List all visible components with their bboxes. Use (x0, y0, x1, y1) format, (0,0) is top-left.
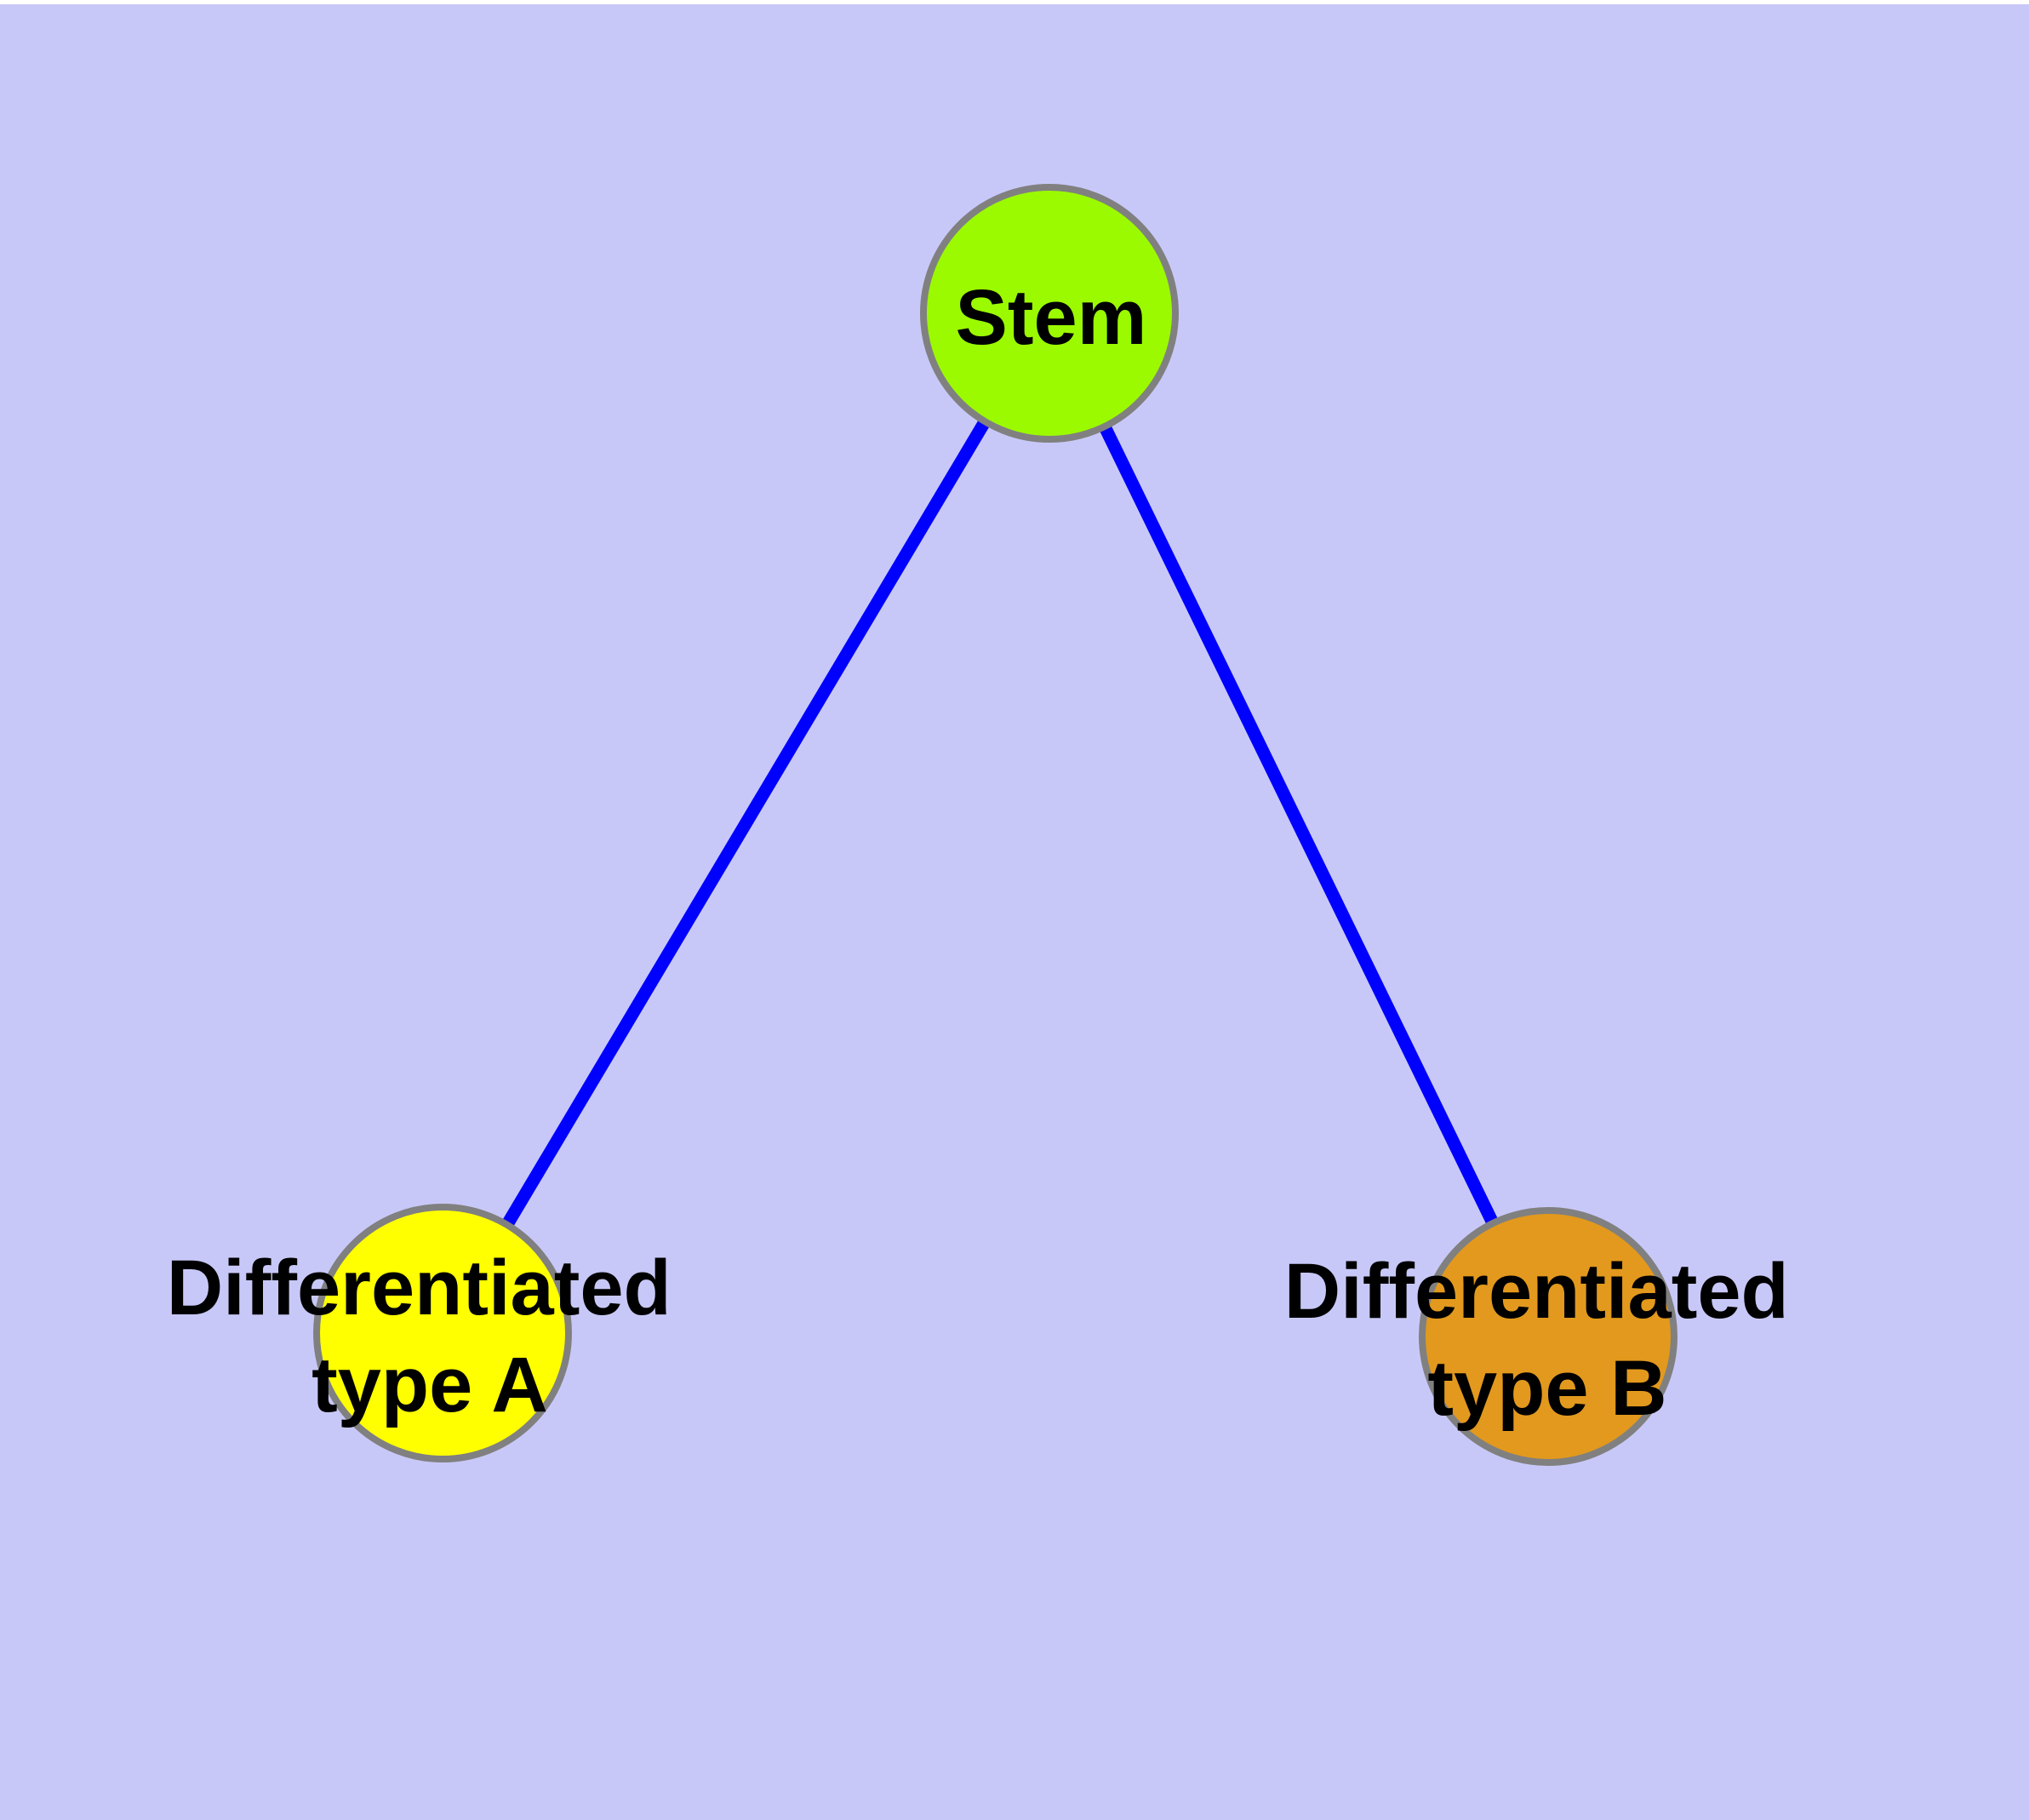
node-type-b-label-line2: type B (1427, 1345, 1666, 1432)
top-border-strip (0, 0, 2029, 4)
node-type-a-label-line1: Differentiated (167, 1245, 672, 1331)
node-type-b-label-line1: Differentiated (1284, 1248, 1789, 1335)
node-type-b: Differentiated type B (1284, 1207, 1811, 1466)
node-stem-circle (920, 184, 1179, 443)
node-type-a-circle (313, 1204, 572, 1462)
node-stem: Stem (920, 184, 1179, 443)
node-type-a: Differentiated type A (167, 1204, 694, 1462)
node-type-b-label: Differentiated type B (1284, 1248, 1811, 1432)
edge-stem-to-type-b (1043, 310, 1554, 1340)
node-type-a-label: Differentiated type A (167, 1245, 694, 1428)
node-stem-label: Stem (956, 274, 1147, 361)
node-type-a-label-line2: type A (311, 1342, 548, 1428)
edge-stem-to-type-a (437, 310, 1055, 1336)
node-type-b-circle (1419, 1207, 1677, 1466)
